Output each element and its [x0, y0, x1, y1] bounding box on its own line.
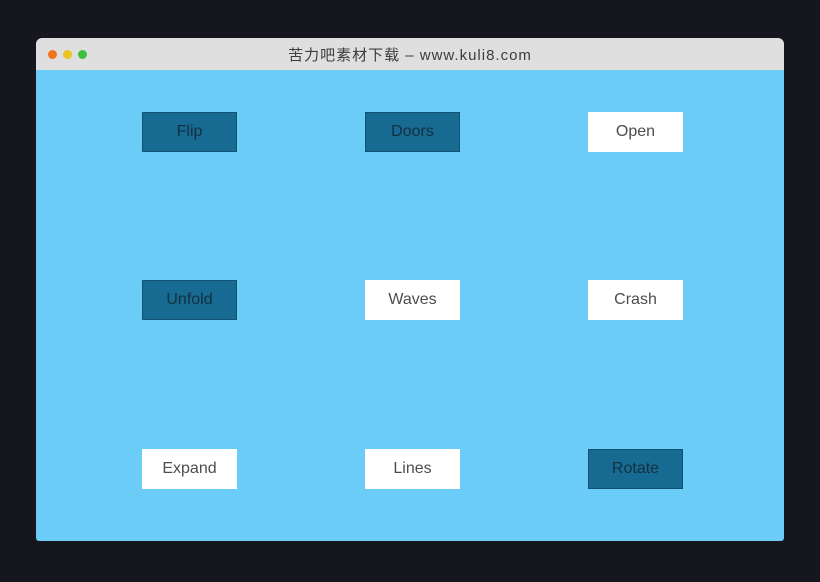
maximize-button[interactable]	[78, 49, 87, 59]
effect-button-rotate[interactable]: Rotate	[588, 449, 683, 489]
effect-button-crash[interactable]: Crash	[588, 280, 683, 320]
effect-button-expand[interactable]: Expand	[142, 449, 237, 489]
window-titlebar: 苦力吧素材下载 – www.kuli8.com	[36, 38, 784, 70]
minimize-button[interactable]	[63, 49, 72, 59]
demo-stage: Flip Doors Open Unfold Waves Crash Expan…	[36, 70, 784, 541]
effect-button-open[interactable]: Open	[588, 112, 683, 152]
close-button[interactable]	[48, 49, 57, 59]
window-title: 苦力吧素材下载 – www.kuli8.com	[288, 46, 532, 64]
effect-button-doors[interactable]: Doors	[365, 112, 460, 152]
effect-button-lines[interactable]: Lines	[365, 449, 460, 489]
browser-window: 苦力吧素材下载 – www.kuli8.com Flip Doors Open …	[36, 38, 784, 541]
effect-button-flip[interactable]: Flip	[142, 112, 237, 152]
traffic-lights	[48, 38, 87, 70]
effect-button-waves[interactable]: Waves	[365, 280, 460, 320]
effect-button-unfold[interactable]: Unfold	[142, 280, 237, 320]
